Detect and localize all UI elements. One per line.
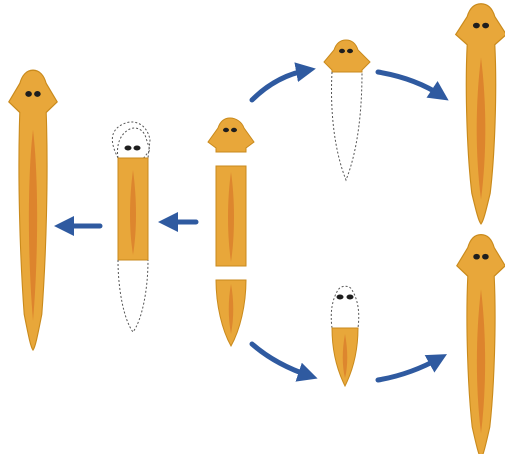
worm-middle-fragment-regrowing: [112, 122, 150, 332]
worm-head-fragment-regrowing: [324, 40, 370, 180]
worm-regenerated-bottom-right: [457, 235, 505, 454]
arrow-to-bottom-right-worm: [378, 358, 440, 380]
arrow-to-tail-fragment: [252, 344, 310, 376]
arrow-to-top-right-worm: [378, 72, 442, 96]
worm-original-cut: [208, 118, 254, 346]
worm-regenerated-left: [9, 70, 57, 350]
worm-tail-fragment-regrowing: [331, 286, 359, 386]
arrow-to-head-fragment: [252, 70, 308, 100]
worm-regenerated-top-right: [456, 4, 505, 224]
eyes-icon: [337, 295, 354, 300]
eyes-icon: [125, 146, 141, 151]
